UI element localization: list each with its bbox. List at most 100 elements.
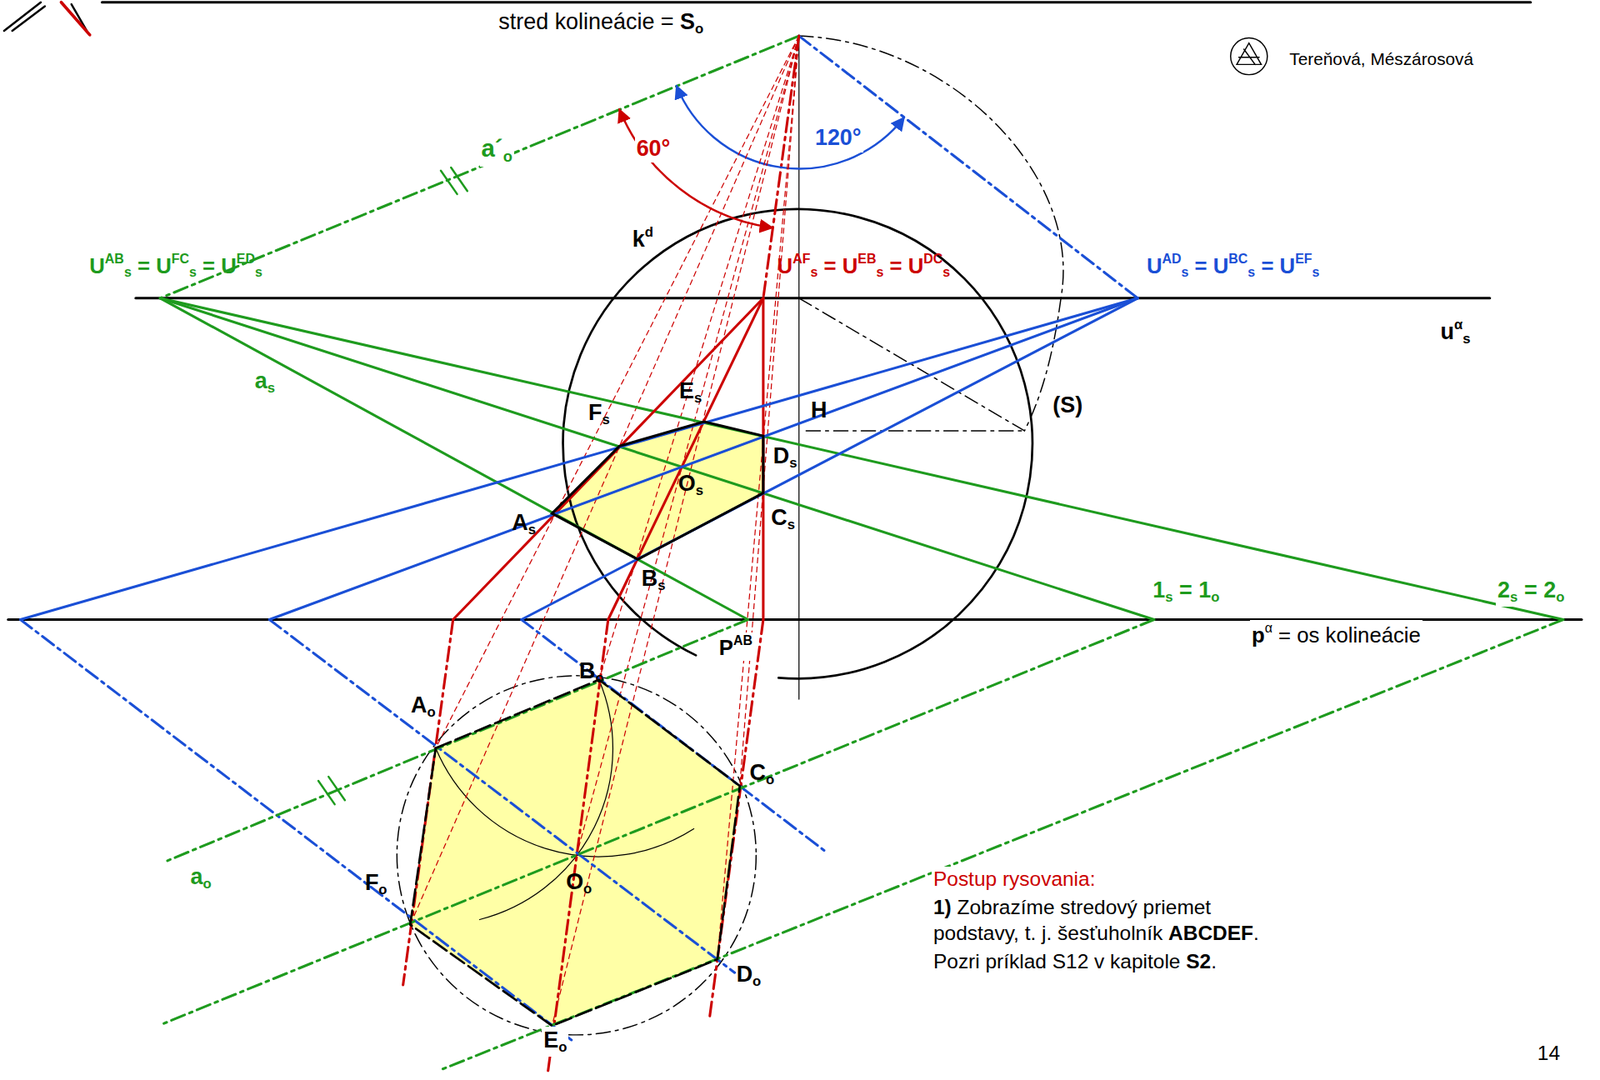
vanishing-point-label: s — [1180, 265, 1189, 280]
original-lines-part — [269, 620, 735, 974]
axis-point-label: 1 — [1198, 577, 1211, 603]
vanishing-point-label-group: UABs=UFCs=UEDs — [87, 250, 265, 281]
point-label-group: PAB — [717, 632, 755, 661]
point-label: o — [752, 973, 761, 990]
header-part — [60, 2, 90, 35]
point-label: H — [810, 397, 827, 423]
vanishing-point-label: s — [255, 265, 263, 280]
point-dots-part — [1558, 614, 1569, 625]
point-dots-part — [603, 614, 614, 625]
vanishing-point-label: U — [777, 254, 794, 278]
original-lines-part — [163, 620, 749, 863]
angle-label-group: 120° — [813, 124, 864, 153]
construction-lines-part — [799, 35, 1064, 431]
header — [4, 2, 1531, 75]
point-label-group: Es — [677, 377, 704, 408]
point-dots-part — [264, 614, 275, 625]
center-label: stred kolineácie = — [498, 9, 674, 35]
line-label-group: as — [253, 367, 277, 398]
page-number-group: 14 — [1535, 1040, 1562, 1067]
axis-label: α — [1265, 620, 1273, 635]
point-label: s — [602, 411, 610, 428]
axis-point-label: 2 — [1497, 577, 1510, 603]
point-dots-part — [758, 614, 769, 625]
line-label: α — [1454, 316, 1463, 333]
vanishing-point-label: U — [1213, 254, 1230, 278]
vanishing-point-label-group: UADs=UBCs=UEFs — [1145, 250, 1322, 281]
point-label: o — [558, 1039, 567, 1055]
vanishing-point-label: U — [155, 254, 172, 278]
point-dots-part — [430, 743, 441, 754]
line-label-group: ao — [189, 863, 214, 894]
vanishing-point-label: AF — [792, 251, 810, 266]
vanishing-point-label: = — [1195, 254, 1208, 278]
axis-point-label: 2 — [1543, 577, 1556, 603]
point-label: (S) — [1052, 392, 1083, 418]
vanishing-point-label: s — [124, 265, 132, 280]
center-label: S — [680, 9, 695, 35]
angle-label-group: 60° — [635, 135, 673, 164]
vanishing-point-label-group: UAFs=UEBs=UDCs — [775, 250, 953, 281]
point-label: s — [694, 390, 702, 406]
point-label-group: Ao — [409, 691, 438, 722]
vanishing-point-label: U — [1146, 254, 1163, 278]
center-label-group: stred kolineácie =So — [496, 8, 705, 39]
point-label: A — [511, 510, 528, 535]
circle-label: k — [632, 226, 645, 252]
image-lines-part — [608, 298, 764, 620]
image-lines-part — [453, 298, 764, 620]
point-dots-part — [792, 30, 805, 43]
construction-lines-part — [798, 35, 800, 700]
axis-label: p — [1251, 623, 1265, 647]
axis-point-label-group: 1s=1o — [1150, 576, 1221, 607]
point-dots — [15, 30, 1569, 1030]
line-label: s — [267, 380, 275, 396]
axis-point-label-group: 2s=2o — [1495, 576, 1566, 607]
vanishing-lines-part — [440, 167, 468, 195]
point-label-group: Do — [735, 960, 764, 991]
line-label-group: uαs — [1439, 316, 1473, 349]
point-dots-part — [1149, 614, 1160, 625]
projection-rays-part — [435, 35, 800, 749]
line-label: s — [1462, 330, 1470, 347]
angle-label: 60° — [636, 135, 671, 161]
point-label-group: Co — [748, 759, 777, 790]
image-lines-part — [521, 298, 1139, 620]
point-label: s — [657, 577, 665, 594]
circle-label-group: kd — [630, 224, 655, 255]
axis-point-label: s — [1165, 589, 1173, 605]
projection-rays — [410, 35, 800, 1026]
vanishing-point-label: s — [942, 265, 950, 280]
angle-label: 120° — [815, 125, 862, 150]
point-label: s — [528, 521, 536, 538]
note-text: S2 — [1185, 950, 1211, 973]
point-dots-part — [1019, 425, 1030, 436]
axis-point-label: s — [1510, 589, 1518, 605]
point-dots-part — [1132, 293, 1143, 304]
image-lines — [20, 298, 1563, 620]
vanishing-point-label: FC — [171, 251, 190, 266]
point-label: o — [765, 771, 775, 788]
vanishing-point-label: EB — [857, 251, 876, 266]
hexagon-fill-part — [410, 680, 740, 1026]
vanishing-point-label: ED — [236, 251, 255, 266]
point-dots-part — [713, 955, 722, 964]
point-label: P — [719, 635, 734, 660]
construction-lines-part — [480, 680, 614, 920]
point-label: D — [773, 443, 790, 469]
vanishing-point-label: U — [89, 254, 105, 278]
image-lines-part — [20, 298, 1138, 620]
point-label: A — [410, 692, 427, 718]
vanishing-lines — [160, 35, 1138, 805]
point-label: s — [695, 482, 704, 499]
point-dots-part — [699, 416, 710, 427]
circle-label: d — [645, 224, 654, 240]
point-label: B — [579, 658, 595, 684]
header-part — [1230, 38, 1268, 75]
point-label-group: Fs — [586, 399, 612, 430]
vanishing-point-label: U — [220, 254, 237, 278]
point-label: s — [787, 516, 795, 533]
point-label: O — [565, 869, 584, 895]
point-label-group: Os — [676, 470, 705, 500]
projection-rays-part — [599, 35, 800, 680]
